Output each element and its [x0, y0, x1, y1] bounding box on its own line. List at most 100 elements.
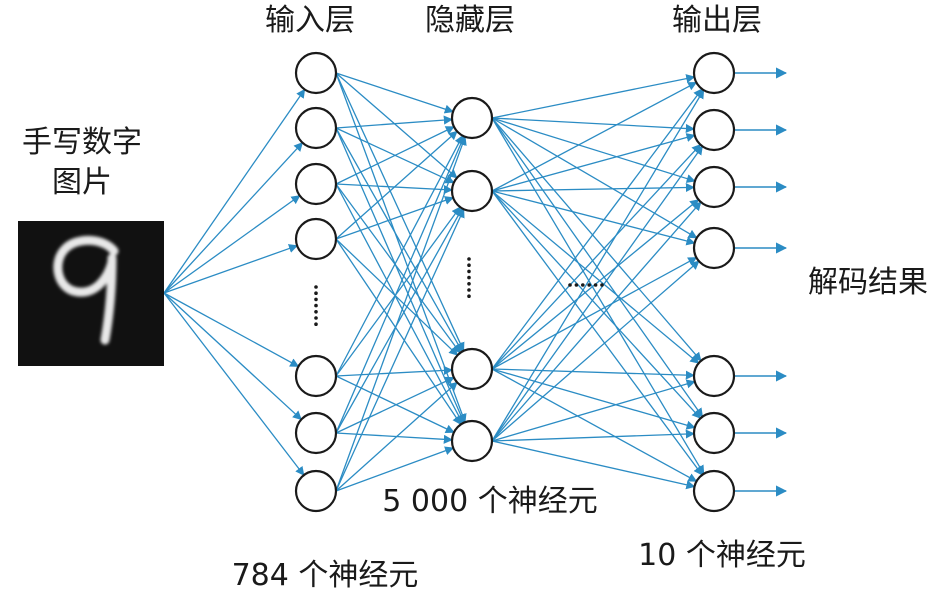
- hidden-layer-title: 隐藏层: [425, 3, 515, 38]
- input-hidden-edge: [335, 183, 461, 354]
- middle-ellipsis-dot: [587, 283, 591, 287]
- input-neuron: [294, 217, 338, 261]
- input-hidden-edge: [335, 72, 465, 352]
- input-hidden-edge: [335, 126, 455, 185]
- hidden-neuron: [450, 169, 494, 213]
- hidden-ellipsis-dot: [467, 294, 471, 299]
- input-hidden-edge: [335, 72, 458, 179]
- hidden-output-edge: [491, 117, 705, 475]
- middle-ellipsis-dot: [593, 283, 598, 287]
- right-caption: 解码结果: [808, 265, 928, 300]
- hidden-ellipsis-dot: [467, 263, 471, 268]
- hidden-output-edge: [491, 190, 702, 419]
- digit-stroke: [53, 235, 119, 345]
- hidden-ellipsis-dot: [467, 282, 471, 286]
- hidden-count: 5 000 个神经元: [382, 484, 597, 519]
- input-hidden-edge: [335, 135, 466, 434]
- input-hidden-edge: [335, 196, 454, 240]
- hidden-neuron: [450, 419, 494, 463]
- output-neuron: [692, 51, 736, 95]
- output-layer-nodes: [692, 51, 736, 513]
- hidden-output-edge: [491, 257, 698, 370]
- middle-ellipsis-dot: [574, 283, 579, 287]
- output-count: 10 个神经元: [638, 538, 806, 573]
- hidden-output-edge: [491, 117, 698, 239]
- input-hidden-edge: [335, 375, 455, 433]
- input-ellipsis-dot: [314, 303, 318, 308]
- hidden-output-edge: [491, 117, 702, 362]
- input-to-hidden-connections: [335, 72, 467, 492]
- image-input-edge: [163, 292, 302, 421]
- hidden-output-edge: [491, 143, 702, 370]
- image-input-edge: [163, 142, 304, 294]
- image-input-edge: [163, 292, 300, 367]
- input-hidden-edge: [335, 72, 467, 424]
- hidden-output-edge: [491, 81, 698, 192]
- hidden-ellipsis-dot: [467, 257, 471, 261]
- hidden-output-edge: [491, 440, 696, 490]
- input-neuron: [294, 106, 338, 150]
- input-ellipsis-dot: [314, 297, 318, 302]
- input-hidden-edge: [335, 134, 464, 377]
- input-ellipsis-dot: [314, 310, 318, 314]
- input-layer-nodes: [294, 51, 338, 513]
- hidden-output-edge: [491, 368, 698, 482]
- middle-ellipsis-dot: [600, 283, 604, 287]
- image-input-edge: [163, 195, 301, 294]
- output-neuron: [692, 411, 736, 455]
- left-caption-line2: 图片: [52, 165, 112, 200]
- input-neuron: [294, 411, 338, 455]
- input-hidden-edge: [335, 135, 467, 492]
- hidden-output-edge: [491, 190, 696, 246]
- input-hidden-edge: [335, 238, 459, 356]
- output-neuron: [692, 469, 736, 513]
- hidden-output-edge: [491, 74, 696, 119]
- ellipsis-dots: [314, 257, 604, 327]
- hidden-ellipsis-dot: [467, 275, 471, 280]
- hidden-output-edge: [491, 368, 696, 430]
- input-hidden-edge: [335, 127, 463, 353]
- output-neuron: [692, 108, 736, 152]
- output-arrows: [734, 67, 788, 497]
- hidden-output-edge: [491, 88, 703, 370]
- hidden-ellipsis-dot: [467, 269, 471, 274]
- input-count: 784 个神经元: [232, 558, 419, 593]
- left-caption-line1: 手写数字: [22, 125, 142, 160]
- hidden-output-edge: [491, 117, 695, 134]
- input-hidden-edge: [335, 206, 461, 377]
- input-hidden-edge: [335, 127, 465, 424]
- image-input-edge: [163, 292, 305, 476]
- hidden-output-edge: [491, 190, 700, 364]
- input-hidden-edge: [335, 432, 453, 444]
- hidden-layer-nodes: [450, 96, 494, 463]
- input-hidden-edge: [335, 208, 465, 492]
- input-neuron: [294, 162, 338, 206]
- input-ellipsis-dot: [314, 291, 318, 296]
- input-neuron: [294, 51, 338, 95]
- input-ellipsis-dot: [314, 322, 318, 327]
- hidden-output-edge: [491, 260, 700, 442]
- input-hidden-edge: [335, 115, 453, 129]
- hidden-to-output-connections: [491, 74, 705, 490]
- middle-ellipsis-dot: [581, 283, 585, 287]
- digit-image: [18, 221, 164, 366]
- image-input-edge: [163, 88, 306, 294]
- input-ellipsis-dot: [314, 285, 318, 289]
- input-hidden-edge: [335, 238, 462, 426]
- middle-ellipsis-dot: [568, 283, 572, 287]
- hidden-output-edge: [491, 145, 703, 442]
- input-hidden-edge: [335, 72, 454, 114]
- output-layer-title: 输出层: [672, 3, 762, 38]
- image-to-input-connections: [163, 88, 306, 476]
- input-hidden-edge: [335, 207, 463, 434]
- image-input-edge: [163, 244, 299, 294]
- hidden-output-edge: [491, 182, 695, 193]
- output-neuron: [692, 226, 736, 270]
- hidden-output-edge: [491, 379, 696, 442]
- hidden-ellipsis-dot: [467, 288, 471, 292]
- output-neuron: [692, 165, 736, 209]
- hidden-output-edge: [491, 190, 703, 476]
- output-neuron: [692, 354, 736, 398]
